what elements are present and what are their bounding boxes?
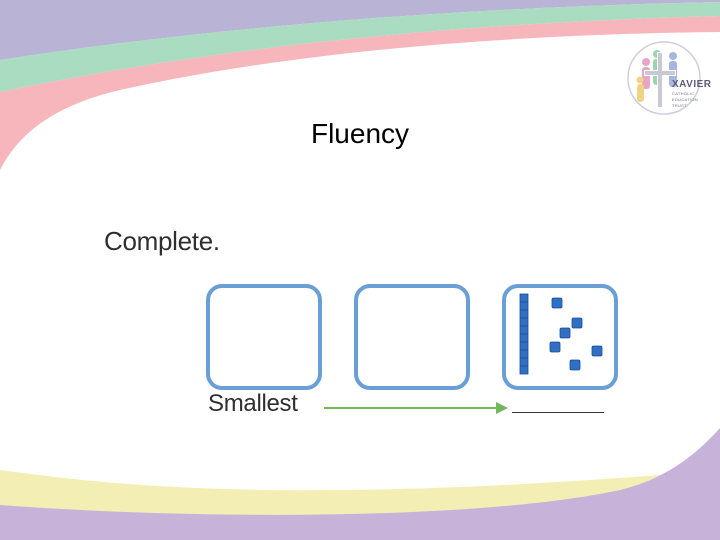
order-arrow-icon	[324, 402, 508, 414]
logo-emblem-icon	[627, 41, 701, 115]
top-band-pink	[0, 16, 720, 170]
tens-rod	[519, 293, 529, 375]
answer-box-1[interactable]	[206, 284, 322, 390]
slide-title: Fluency	[310, 118, 410, 149]
order-label-smallest: Smallest	[208, 390, 298, 417]
ones-cube	[571, 317, 583, 329]
ones-cube	[549, 341, 561, 353]
instruction-text: Complete.	[104, 226, 220, 256]
logo-subtitle-1: CATHOLIC	[672, 91, 695, 96]
answer-blank-line[interactable]	[512, 412, 604, 413]
ones-cube	[591, 345, 603, 357]
bottom-band-purple	[0, 428, 720, 540]
top-band-green	[0, 2, 720, 92]
answer-box-2[interactable]	[354, 284, 470, 390]
logo-name: XAVIER	[672, 79, 712, 90]
ones-cube	[569, 359, 581, 371]
school-logo	[626, 40, 716, 116]
logo-subtitle-2: EDUCATION	[672, 97, 698, 102]
ones-cube	[551, 297, 563, 309]
logo-subtitle-3: TRUST	[672, 103, 687, 108]
base-ten-blocks	[519, 293, 603, 375]
top-band-purple	[0, 0, 720, 60]
ones-cube	[559, 327, 571, 339]
logo-text: XAVIER CATHOLIC EDUCATION TRUST	[672, 80, 712, 108]
